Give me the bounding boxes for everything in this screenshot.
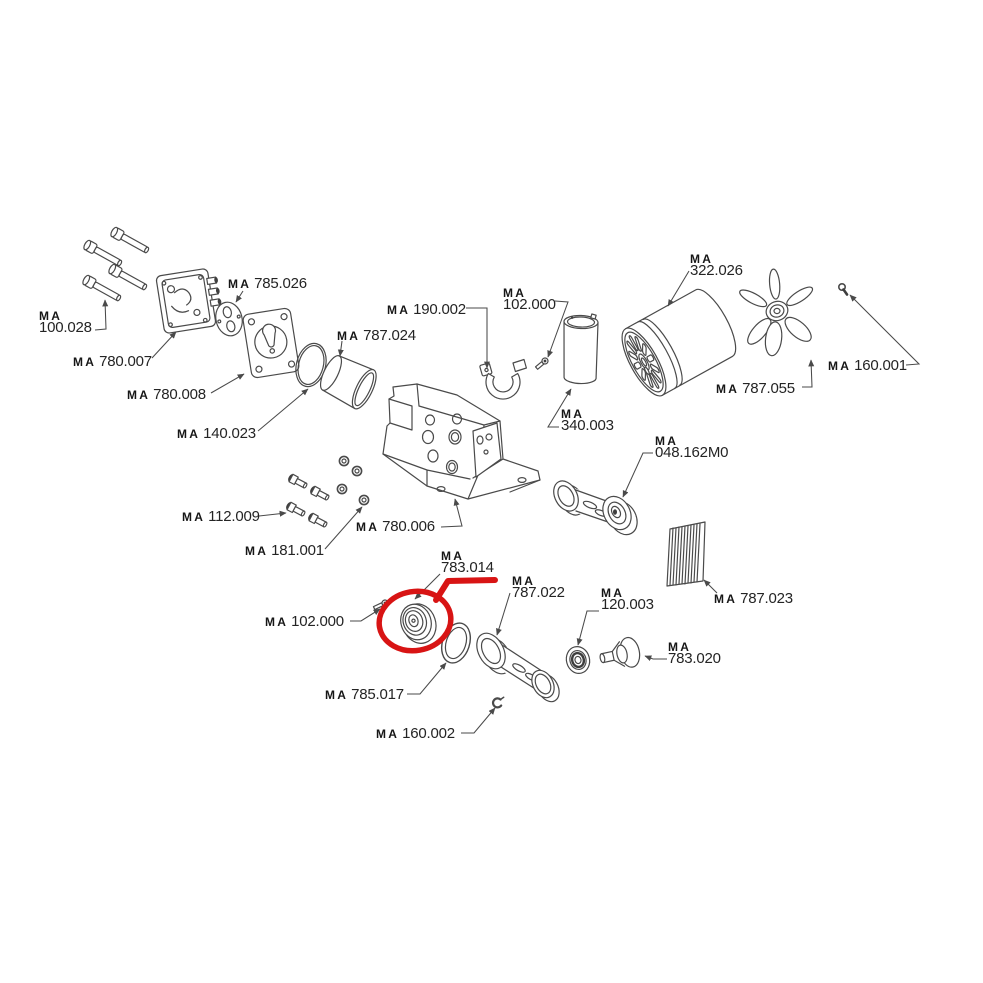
leader-780-008	[210, 373, 245, 394]
leader-780-006	[440, 498, 463, 528]
part-grille-787-023	[666, 521, 706, 587]
leader-048-162m0	[622, 452, 653, 498]
leader-780-007	[151, 331, 177, 359]
leader-112-009	[258, 510, 287, 517]
part-gasket-785-026	[215, 301, 243, 337]
part-connecting-rod-048-162m0	[553, 480, 638, 536]
part-valve-disc-783-014	[400, 603, 437, 644]
leader-787-023	[703, 579, 718, 594]
leader-785-026	[235, 290, 244, 303]
leader-181-001	[324, 506, 363, 550]
leader-785-017	[407, 662, 447, 695]
part-canister-340-003	[563, 313, 599, 385]
highlight-annotation	[376, 577, 498, 654]
leader-102-000-bottom	[350, 608, 381, 622]
leader-783-020	[644, 655, 667, 662]
leader-120-003	[576, 610, 599, 646]
leader-787-024	[337, 340, 344, 357]
part-clip-160-001	[837, 282, 849, 296]
part-sleeve-787-024	[319, 355, 377, 410]
leader-lines	[94, 270, 921, 734]
leader-102-000-top	[547, 300, 569, 358]
highlight-underline	[433, 577, 498, 603]
leader-322-026	[667, 270, 690, 307]
part-bolts-100-028	[82, 226, 150, 302]
part-clip-160-002	[491, 696, 505, 709]
part-valve-plate-780-007	[155, 268, 222, 334]
part-connecting-rod-787-022	[476, 632, 560, 703]
highlight-circle	[376, 588, 454, 654]
leader-160-001	[849, 294, 921, 366]
part-o-ring-785-017	[440, 622, 472, 664]
leader-340-003	[547, 388, 572, 428]
part-eccentric-783-020	[599, 636, 641, 668]
leader-783-014	[414, 573, 441, 600]
leader-140-023	[257, 388, 309, 432]
leader-160-002	[461, 707, 496, 734]
part-flange-780-008	[242, 307, 300, 379]
part-bearing-120-003	[565, 646, 591, 674]
part-crankcase-780-006	[382, 383, 541, 500]
part-screws-112-009	[286, 473, 330, 528]
part-motor-322-026	[621, 288, 737, 397]
leader-787-055	[802, 359, 815, 388]
part-screw-102-000-top	[534, 357, 549, 370]
leader-190-002	[466, 307, 490, 369]
leader-100-028	[94, 299, 109, 331]
part-fan-787-055	[739, 268, 814, 357]
leader-787-022	[496, 592, 511, 636]
part-washers-181-001	[336, 455, 370, 506]
